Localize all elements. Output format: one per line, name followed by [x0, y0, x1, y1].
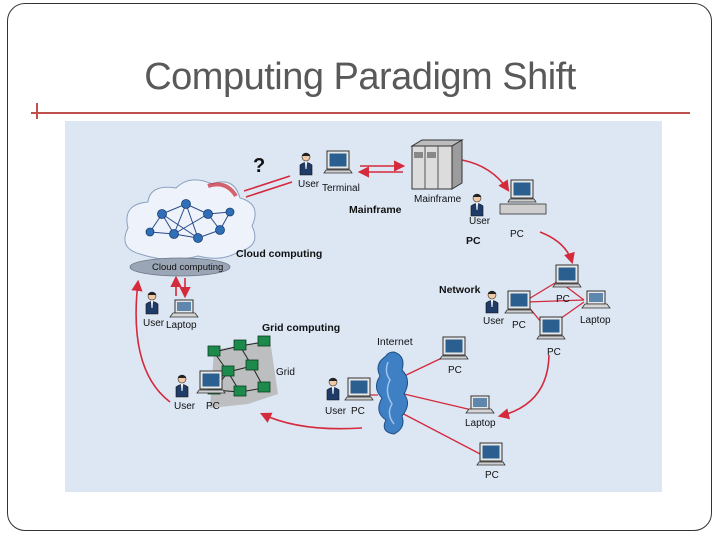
- user-icon: [299, 152, 313, 176]
- question-mark: ?: [253, 155, 265, 177]
- laptop-icon: [169, 299, 199, 318]
- laptop-label: Laptop: [580, 315, 611, 326]
- cloud-icon: [124, 179, 256, 277]
- broken-link-line: [245, 181, 293, 198]
- user-label: User: [469, 216, 491, 227]
- pc-label: PC: [448, 365, 462, 376]
- pc-desk-icon: [499, 203, 547, 215]
- pc-label: PC: [547, 347, 561, 358]
- pc-monitor-icon: [196, 370, 226, 394]
- pc-monitor-icon: [507, 179, 537, 203]
- user-label: User: [143, 318, 165, 329]
- user-label: User: [174, 401, 196, 412]
- pc-label: PC: [351, 406, 365, 417]
- laptop-label: Laptop: [166, 320, 197, 331]
- laptop-icon: [465, 395, 495, 414]
- terminal-label: Terminal: [322, 183, 360, 194]
- pc-monitor-icon: [344, 377, 374, 401]
- pc-monitor-icon: [439, 336, 469, 360]
- user-icon: [485, 290, 499, 314]
- rule-marker-cross: [31, 112, 43, 114]
- arrow-mainframe-to-pc: [461, 159, 510, 192]
- pc-label: PC: [556, 294, 570, 305]
- arrow-pc-to-network: [539, 231, 575, 265]
- pc-label: PC: [485, 470, 499, 481]
- era-mainframe: Mainframe: [349, 204, 402, 216]
- diagram-panel: [65, 121, 662, 492]
- rule-marker: [36, 103, 38, 119]
- laptop-icon: [581, 290, 611, 309]
- user-label: User: [298, 179, 320, 190]
- grid-label: Grid: [276, 367, 295, 378]
- user-label: User: [325, 406, 347, 417]
- broken-link-line: [243, 175, 291, 192]
- pc-label: PC: [512, 320, 526, 331]
- pc-label: PC: [206, 401, 220, 412]
- arrow-grid-to-cloud: [131, 279, 171, 403]
- user-icon: [470, 193, 484, 217]
- era-pc: PC: [466, 235, 481, 247]
- internet-cloud-icon: [376, 351, 408, 435]
- mainframe-server-icon: [410, 139, 464, 190]
- user-icon: [145, 291, 159, 315]
- cloud-inner-label: Cloud computing: [152, 262, 223, 273]
- title-rule: [36, 112, 690, 114]
- user-icon: [175, 374, 189, 398]
- mainframe-device-label: Mainframe: [414, 194, 462, 205]
- user-label: User: [483, 316, 505, 327]
- era-grid-computing: Grid computing: [262, 322, 340, 334]
- pc-monitor-icon: [504, 290, 534, 314]
- pc-label: PC: [510, 229, 524, 240]
- internet-links: [352, 355, 485, 457]
- pc-monitor-icon: [476, 442, 506, 466]
- pc-monitor-icon: [552, 264, 582, 288]
- arrow-network-to-internet: [497, 354, 550, 420]
- pc-monitor-icon: [536, 316, 566, 340]
- era-internet: Internet: [377, 336, 413, 348]
- era-network: Network: [439, 284, 481, 296]
- slide-title: Computing Paradigm Shift: [144, 56, 576, 98]
- user-icon: [326, 377, 340, 401]
- laptop-label: Laptop: [465, 418, 496, 429]
- era-cloud-computing: Cloud computing: [236, 248, 322, 260]
- arrow-internet-to-grid: [259, 412, 363, 430]
- terminal-monitor-icon: [323, 150, 353, 174]
